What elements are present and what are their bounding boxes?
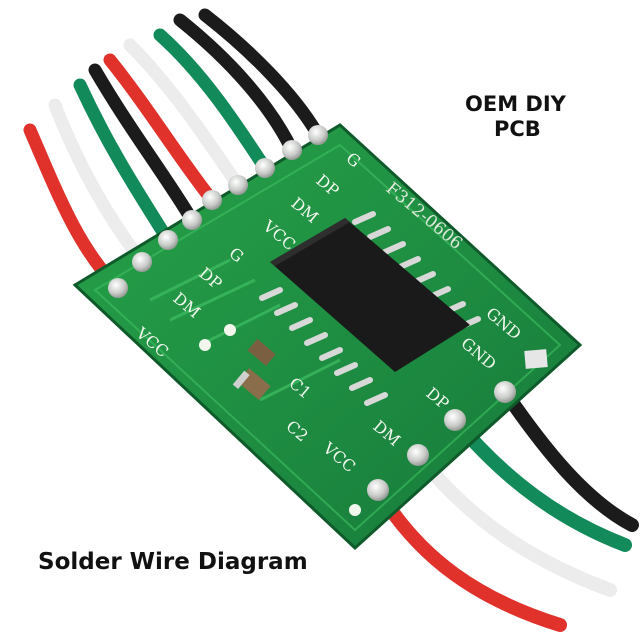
capacitor-c1 (232, 368, 271, 400)
bottom-caption: Solder Wire Diagram (38, 549, 308, 575)
title-line-2: PCB (494, 117, 541, 141)
title-line-1: OEM DIY (465, 92, 566, 116)
ic-chip (259, 211, 481, 406)
capacitor-c2 (247, 338, 276, 366)
input-wire-bundle (23, 8, 325, 295)
solder-pads (108, 125, 516, 501)
